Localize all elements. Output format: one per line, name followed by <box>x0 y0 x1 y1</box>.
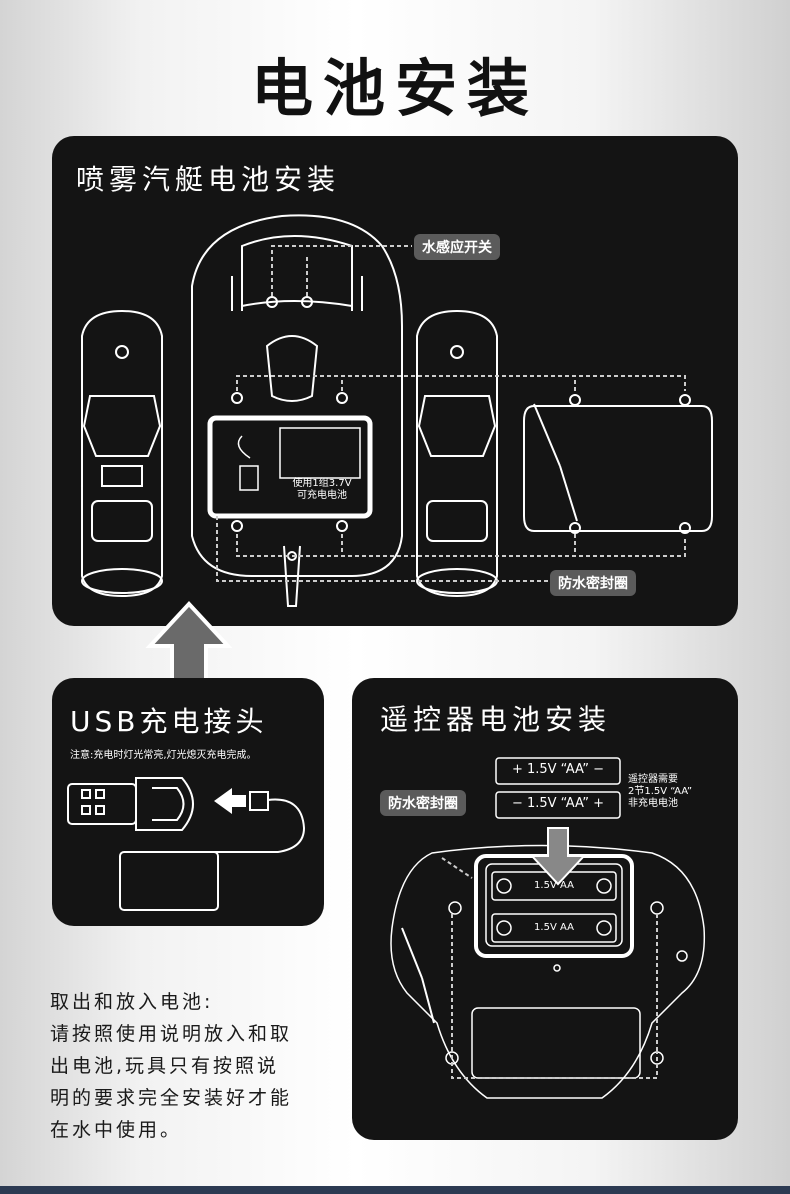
boat-seal-tag: 防水密封圈 <box>550 570 636 596</box>
boat-hull <box>191 214 403 577</box>
remote-requirement-line3: 非充电电池 <box>628 798 678 809</box>
page-title: 电池安装 <box>250 52 539 125</box>
battery-lid <box>523 405 713 532</box>
remote-panel: 遥控器电池安装 + <box>352 678 738 1140</box>
usb-diagram <box>67 777 306 911</box>
battery-spec-label: 使用1组3.7V 可充电电池 <box>282 478 362 502</box>
battery-spec-line2: 可充电电池 <box>297 490 347 501</box>
instructions-line5: 在水中使用。 <box>50 1119 183 1141</box>
boat-panel-title: 喷雾汽艇电池安装 <box>76 163 341 196</box>
remote-seal-tag: 防水密封圈 <box>380 790 466 816</box>
usb-panel-title: USB充电接头 <box>70 705 268 738</box>
remote-cell-2: 1.5V AA <box>534 922 574 933</box>
remote-requirement: 遥控器需要 2节1.5V “AA” 非充电电池 <box>628 774 728 810</box>
right-pontoon <box>416 309 498 598</box>
usb-note: 注意:充电时灯光常亮,灯光熄灭充电完成。 <box>70 750 257 761</box>
remote-cell-1: 1.5V AA <box>534 880 574 891</box>
remote-diagram <box>390 757 706 1099</box>
remote-requirement-line1: 遥控器需要 <box>628 774 678 785</box>
water-switch-tag: 水感应开关 <box>414 234 500 260</box>
remote-requirement-line2: 2节1.5V “AA” <box>628 786 693 797</box>
left-arrow-icon <box>214 788 246 814</box>
down-arrow-icon <box>529 827 587 886</box>
remote-bottom-battery: − 1.5V “AA” + <box>511 796 605 811</box>
remote-top-battery: + 1.5V “AA” − <box>511 762 605 777</box>
left-pontoon <box>81 309 163 598</box>
instructions-line3: 出电池,玩具只有按照说 <box>50 1055 280 1077</box>
instructions-text: 取出和放入电池: 请按照使用说明放入和取 出电池,玩具只有按照说 明的要求完全安… <box>50 986 330 1146</box>
remote-panel-title: 遥控器电池安装 <box>380 703 612 736</box>
usb-panel: USB充电接头 注意:充电时灯光常亮,灯光熄灭充电完成。 <box>52 678 324 926</box>
instructions-line1: 取出和放入电池: <box>50 991 214 1013</box>
screwdriver-icon <box>401 927 435 1024</box>
screwdriver-icon <box>533 403 578 522</box>
battery-spec-line1: 使用1组3.7V <box>292 478 352 489</box>
remote-body <box>390 844 706 1099</box>
bottom-bar <box>0 1186 790 1194</box>
boat-battery-panel: 喷雾汽艇电池安装 <box>52 136 738 626</box>
instructions-line2: 请按照使用说明放入和取 <box>50 1023 293 1045</box>
instructions-line4: 明的要求完全安装好才能 <box>50 1087 293 1109</box>
boat-diagram <box>81 214 713 607</box>
